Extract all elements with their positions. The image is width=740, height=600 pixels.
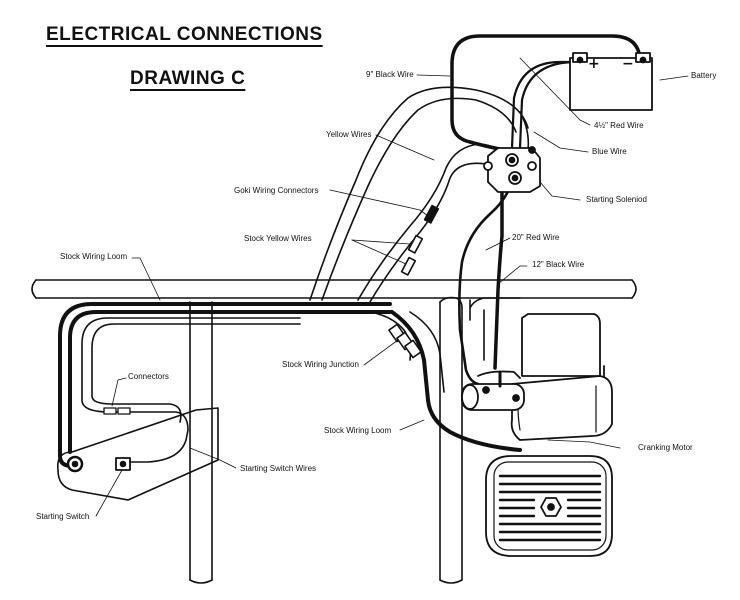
leader-lines [95,57,689,517]
starting-solenoid [483,146,541,193]
red-wire-20in [458,178,514,386]
battery [569,52,653,111]
label-starting-switch: Starting Switch [36,512,90,521]
label-yellow-wires: Yellow Wires [326,130,372,139]
label-starting-solenoid: Starting Soleniod [586,195,647,204]
label-stock-yellow-wires: Stock Yellow Wires [244,234,312,243]
yellow-wire-bundle [309,86,529,303]
label-goki-connectors: Goki Wiring Connectors [234,186,319,195]
page-title: ELECTRICAL CONNECTIONS [46,24,323,45]
page-subtitle: DRAWING C [130,68,246,89]
starting-switch [56,407,219,501]
vertical-post-right [439,296,521,584]
label-stock-wiring-loom-bottom: Stock Wiring Loom [324,426,392,435]
label-cranking-motor: Cranking Motor [638,443,693,452]
label-battery: Battery [691,71,717,80]
stock-wiring-loom [58,302,392,468]
label-stock-wiring-loom-top: Stock Wiring Loom [60,252,128,261]
loom-inner-wires [81,317,301,463]
stock-wiring-junction [369,311,422,361]
black-wire-12in [493,176,504,370]
label-connectors: Connectors [128,372,169,381]
label-starting-switch-wires: Starting Switch Wires [240,464,317,473]
label-black-wire-9in: 9" Black Wire [366,70,414,79]
label-red-wire-4half: 4½" Red Wire [594,121,644,130]
battery-minus-symbol: − [622,56,634,72]
label-red-wire-20in: 20" Red Wire [512,233,560,242]
wire-connectors [103,407,131,415]
stock-wiring-loom-lower [390,310,522,452]
lower-loom-inner [409,311,445,393]
label-blue-wire: Blue Wire [592,147,627,156]
label-black-wire-12in: 12" Black Wire [532,260,585,269]
battery-plus-symbol: + [588,56,600,72]
motor-housing [485,455,613,557]
cranking-motor [461,313,613,441]
goki-connectors [400,204,440,276]
vertical-post-left [189,301,213,584]
frame-rail [31,279,637,299]
label-stock-wiring-junction: Stock Wiring Junction [282,360,359,369]
